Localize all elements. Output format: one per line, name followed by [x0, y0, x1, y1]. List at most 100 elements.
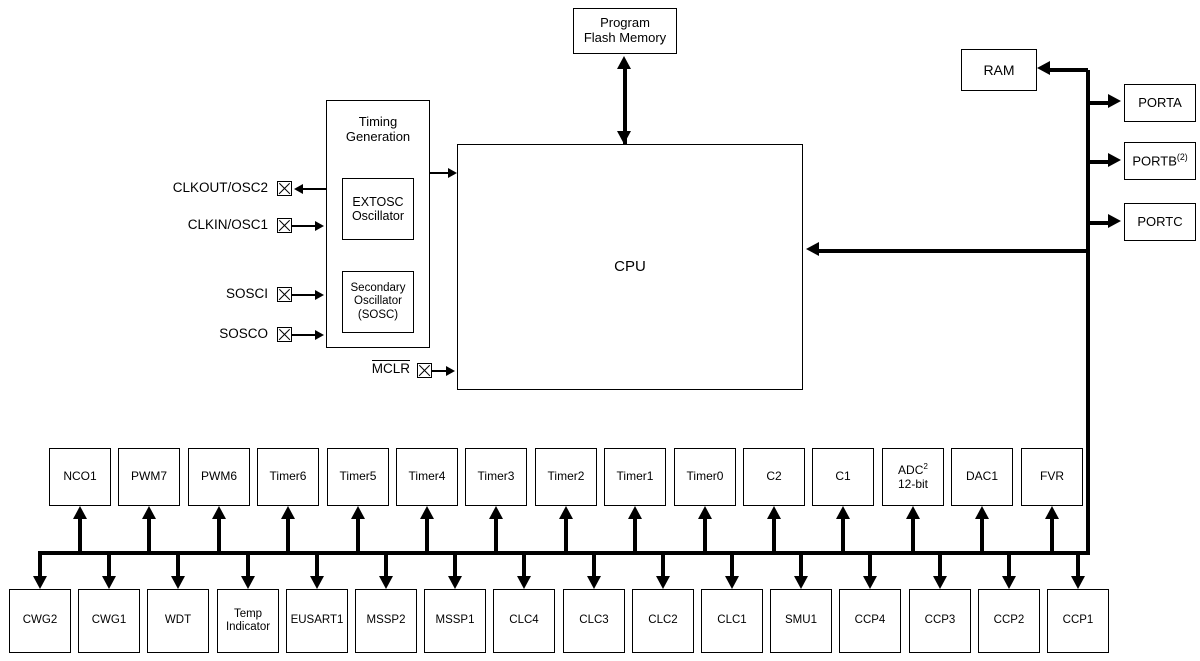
block-porta[interactable]: PORTA — [1124, 84, 1196, 122]
label-mclr: MCLR — [320, 360, 410, 376]
peripheral-label: Timer0 — [675, 469, 735, 484]
block-peripheral-clc1[interactable]: CLC1 — [701, 589, 763, 653]
arrowhead-up-to-peripheral — [420, 506, 434, 519]
block-peripheral-wdt[interactable]: WDT — [147, 589, 209, 653]
block-peripheral-ccp4[interactable]: CCP4 — [839, 589, 901, 653]
connector-peripheral-bus — [38, 551, 1088, 555]
block-peripheral-timer1[interactable]: Timer1 — [604, 448, 666, 506]
connector-right-vertical-bus — [1086, 70, 1090, 555]
block-peripheral-clc2[interactable]: CLC2 — [632, 589, 694, 653]
connector-bus-up-stem — [564, 519, 568, 553]
block-peripheral-nco1[interactable]: NCO1 — [49, 448, 111, 506]
timing-generation-label: Timing Generation — [327, 114, 429, 145]
block-peripheral-eusart1[interactable]: EUSART1 — [286, 589, 348, 653]
extosc-label: EXTOSC Oscillator — [343, 195, 413, 224]
peripheral-label: CWG2 — [10, 614, 70, 627]
connector-bus-down-stem — [107, 551, 111, 576]
arrowhead-down-to-peripheral — [171, 576, 185, 589]
peripheral-label: MSSP1 — [425, 614, 485, 627]
arrowhead-down-to-peripheral — [863, 576, 877, 589]
block-extosc-oscillator[interactable]: EXTOSC Oscillator — [342, 178, 414, 240]
pin-mclr[interactable] — [417, 363, 432, 378]
extosc-line2: Oscillator — [351, 209, 405, 223]
block-program-flash-memory[interactable]: Program Flash Memory — [573, 8, 677, 54]
arrowhead-up-to-peripheral — [836, 506, 850, 519]
peripheral-label: CLC1 — [702, 614, 762, 627]
peripheral-label-line1: CCP4 — [854, 614, 886, 627]
program-flash-line2: Flash Memory — [583, 30, 667, 45]
peripheral-label: CCP3 — [910, 614, 970, 627]
arrowhead-portb — [1108, 153, 1121, 167]
block-peripheral-pwm6[interactable]: PWM6 — [188, 448, 250, 506]
block-peripheral-timer0[interactable]: Timer0 — [674, 448, 736, 506]
block-peripheral-c2[interactable]: C2 — [743, 448, 805, 506]
block-peripheral-timer6[interactable]: Timer6 — [257, 448, 319, 506]
arrowhead-down-to-peripheral — [1002, 576, 1016, 589]
connector-clkout-osc2 — [303, 188, 326, 190]
block-ram[interactable]: RAM — [961, 49, 1037, 91]
connector-bus-to-ram — [1049, 68, 1088, 72]
block-peripheral-timer2[interactable]: Timer2 — [535, 448, 597, 506]
block-peripheral-ccp1[interactable]: CCP1 — [1047, 589, 1109, 653]
peripheral-label: DAC1 — [952, 469, 1012, 484]
block-peripheral-cwg1[interactable]: CWG1 — [78, 589, 140, 653]
block-peripheral-timer5[interactable]: Timer5 — [327, 448, 389, 506]
pin-sosci[interactable] — [277, 287, 292, 302]
peripheral-label-line1: Timer3 — [477, 469, 515, 484]
peripheral-label-line1: PWM7 — [131, 469, 167, 484]
block-peripheral-clc4[interactable]: CLC4 — [493, 589, 555, 653]
block-secondary-oscillator[interactable]: Secondary Oscillator (SOSC) — [342, 271, 414, 333]
sosc-label: Secondary Oscillator (SOSC) — [343, 282, 413, 322]
block-peripheral-smu1[interactable]: SMU1 — [770, 589, 832, 653]
peripheral-label: CCP4 — [840, 614, 900, 627]
arrowhead-down-to-peripheral — [310, 576, 324, 589]
arrowhead-ram — [1037, 61, 1050, 75]
arrowhead-portc — [1108, 214, 1121, 228]
block-peripheral-mssp1[interactable]: MSSP1 — [424, 589, 486, 653]
peripheral-label-line1: Timer5 — [339, 469, 377, 484]
peripheral-label: Timer1 — [605, 469, 665, 484]
peripheral-label-line1: CWG2 — [22, 614, 58, 627]
block-peripheral-mssp2[interactable]: MSSP2 — [355, 589, 417, 653]
peripheral-label-line1: EUSART1 — [290, 614, 344, 627]
connector-bus-up-stem — [980, 519, 984, 553]
label-sosco: SOSCO — [168, 326, 268, 341]
arrowhead-down-to-peripheral — [517, 576, 531, 589]
clkout-osc2-text: CLKOUT/OSC2 — [172, 180, 268, 195]
peripheral-label: Timer2 — [536, 469, 596, 484]
connector-bus-up-stem — [703, 519, 707, 553]
extosc-line1: EXTOSC — [352, 194, 404, 209]
program-flash-line1: Program — [600, 15, 650, 31]
peripheral-label-superscript: 2 — [923, 462, 928, 472]
peripheral-label-line1: Timer6 — [269, 469, 307, 484]
connector-bus-down-stem — [315, 551, 319, 576]
block-peripheral-dac1[interactable]: DAC1 — [951, 448, 1013, 506]
connector-bus-to-porta — [1086, 101, 1110, 105]
block-peripheral-pwm7[interactable]: PWM7 — [118, 448, 180, 506]
block-peripheral-fvr[interactable]: FVR — [1021, 448, 1083, 506]
block-peripheral-clc3[interactable]: CLC3 — [563, 589, 625, 653]
connector-bus-down-stem — [384, 551, 388, 576]
block-peripheral-timer3[interactable]: Timer3 — [465, 448, 527, 506]
pin-clkin-osc1[interactable] — [277, 218, 292, 233]
pin-sosco[interactable] — [277, 327, 292, 342]
arrowhead-down-to-peripheral — [656, 576, 670, 589]
arrowhead-flash-down — [617, 131, 631, 144]
block-portb[interactable]: PORTB(2) — [1124, 142, 1196, 180]
peripheral-label-line1: CCP1 — [1062, 614, 1094, 627]
peripheral-label-line1: CLC4 — [509, 614, 539, 627]
block-cpu[interactable]: CPU — [457, 144, 803, 390]
peripheral-label-line1: CCP2 — [993, 614, 1025, 627]
block-peripheral-cwg2[interactable]: CWG2 — [9, 589, 71, 653]
block-peripheral-ccp3[interactable]: CCP3 — [909, 589, 971, 653]
peripheral-label: WDT — [148, 614, 208, 627]
block-peripheral-timer4[interactable]: Timer4 — [396, 448, 458, 506]
block-peripheral-c1[interactable]: C1 — [812, 448, 874, 506]
connector-flash-cpu — [623, 62, 627, 146]
connector-bus-down-stem — [661, 551, 665, 576]
block-peripheral-ccp2[interactable]: CCP2 — [978, 589, 1040, 653]
block-portc[interactable]: PORTC — [1124, 203, 1196, 241]
pin-clkout-osc2[interactable] — [277, 181, 292, 196]
